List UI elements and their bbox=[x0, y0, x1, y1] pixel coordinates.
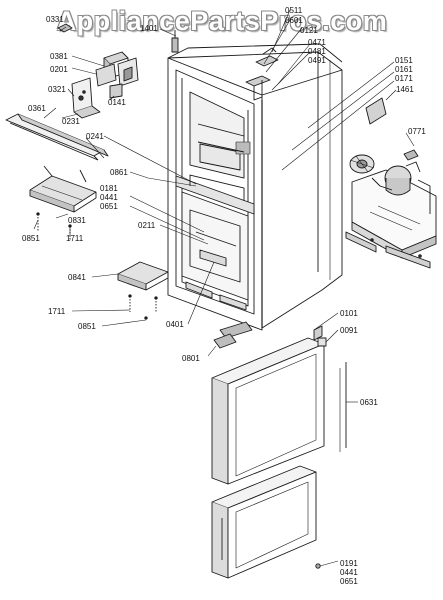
label-0191: 0191 bbox=[340, 559, 358, 568]
label-0331: 0331 bbox=[46, 15, 64, 24]
part-labels: 0331 1401 0511 0601 0121 0381 0201 0471 … bbox=[22, 6, 426, 586]
label-0801: 0801 bbox=[182, 354, 200, 363]
upper-door bbox=[211, 325, 327, 485]
label-0511: 0511 bbox=[285, 6, 303, 15]
label-0601: 0601 bbox=[285, 16, 303, 25]
label-0171: 0171 bbox=[395, 74, 413, 83]
label-0151: 0151 bbox=[395, 56, 413, 65]
label-0651-b: 0651 bbox=[340, 577, 358, 586]
label-1711-a: 1711 bbox=[66, 234, 84, 243]
door-gasket-0631 bbox=[339, 362, 347, 452]
label-1401: 1401 bbox=[140, 24, 158, 33]
label-0121: 0121 bbox=[300, 26, 318, 35]
label-0441-b: 0441 bbox=[340, 568, 358, 577]
label-0651-a: 0651 bbox=[100, 202, 118, 211]
shelf-support-0831 bbox=[29, 165, 97, 240]
label-0471: 0471 bbox=[308, 38, 326, 47]
label-0441-a: 0441 bbox=[100, 193, 118, 202]
label-0241: 0241 bbox=[86, 132, 104, 141]
label-0631: 0631 bbox=[360, 398, 378, 407]
label-0771: 0771 bbox=[408, 127, 426, 136]
label-0481: 0481 bbox=[308, 47, 326, 56]
label-0161: 0161 bbox=[395, 65, 413, 74]
label-0381: 0381 bbox=[50, 52, 68, 61]
watermark-text: AppliancePartsPros.com bbox=[56, 6, 388, 36]
label-0321: 0321 bbox=[48, 85, 66, 94]
bracket-0841 bbox=[117, 261, 169, 320]
label-0091: 0091 bbox=[340, 326, 358, 335]
shelf-rail-0361 bbox=[5, 113, 109, 161]
compressor-assembly bbox=[345, 149, 437, 269]
label-0181: 0181 bbox=[100, 184, 118, 193]
label-0231: 0231 bbox=[62, 117, 80, 126]
label-1461: 1461 bbox=[396, 85, 414, 94]
label-1711-b: 1711 bbox=[48, 307, 66, 316]
refrigerator-cabinet bbox=[167, 30, 343, 339]
cover-1461 bbox=[365, 97, 387, 125]
label-0851-b: 0851 bbox=[78, 322, 96, 331]
label-0101: 0101 bbox=[340, 309, 358, 318]
label-0491: 0491 bbox=[308, 56, 326, 65]
lower-freezer-door bbox=[211, 465, 321, 579]
label-0841: 0841 bbox=[68, 273, 86, 282]
label-0211: 0211 bbox=[138, 221, 156, 230]
label-0851-a: 0851 bbox=[22, 234, 40, 243]
label-0831: 0831 bbox=[68, 216, 86, 225]
control-housing-parts bbox=[57, 23, 139, 119]
leader-lines bbox=[33, 9, 415, 567]
label-0401: 0401 bbox=[166, 320, 184, 329]
label-0361: 0361 bbox=[28, 104, 46, 113]
label-0201: 0201 bbox=[50, 65, 68, 74]
label-0141: 0141 bbox=[108, 98, 126, 107]
label-0861: 0861 bbox=[110, 168, 128, 177]
